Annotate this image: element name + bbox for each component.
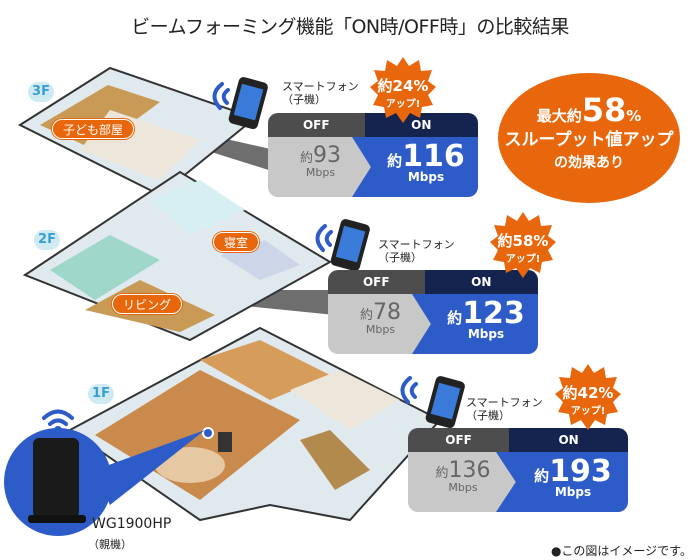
off-header: OFF	[328, 270, 425, 294]
smartphone-icon-3f	[228, 77, 268, 130]
wifi-icon-router	[42, 409, 74, 434]
room-tag-kids-room: 子ども部屋	[52, 119, 135, 139]
on-header: ON	[509, 428, 628, 452]
increase-badge-3f: 約24%アップ!	[370, 57, 436, 123]
max-improvement-callout: 最大約58% スループット値アップ の効果あり	[498, 73, 680, 203]
starburst-icon	[555, 364, 621, 430]
wifi-icon-2f	[315, 224, 333, 252]
room-tag-bedroom: 寝室	[213, 232, 260, 252]
increase-badge-1f: 約42%アップ!	[555, 364, 621, 430]
footnote: ●この図はイメージです。	[550, 544, 692, 558]
router-device	[33, 438, 79, 518]
floor-label-1f: 1F	[88, 384, 114, 404]
floor-label-3f: 3F	[28, 82, 54, 102]
increase-badge-2f: 約58%アップ!	[490, 212, 556, 278]
floor-label-2f: 2F	[34, 230, 60, 250]
starburst-icon	[490, 212, 556, 278]
smartphone-icon-1f	[425, 376, 465, 429]
wifi-icon-1f	[400, 376, 418, 404]
floor-1f	[68, 326, 442, 522]
device-label-1f: スマートフォン（子機）	[466, 396, 543, 422]
on-header: ON	[364, 113, 478, 137]
router-location-dot	[202, 427, 214, 439]
room-tag-living: リビング	[112, 294, 183, 314]
router-beam	[95, 430, 205, 505]
page-title: ビームフォーミング機能「ON時/OFF時」の比較結果	[131, 16, 569, 38]
device-label-2f: スマートフォン（子機）	[378, 238, 455, 264]
router-name: WG1900HP	[92, 516, 172, 532]
floor-2f	[22, 170, 332, 342]
device-label-3f: スマートフォン（子機）	[282, 80, 359, 106]
smartphone-icon-2f	[330, 219, 370, 272]
router-sub: （親機）	[88, 538, 132, 551]
off-header: OFF	[408, 428, 510, 452]
wifi-icon-3f	[212, 82, 230, 110]
starburst-icon	[370, 57, 436, 123]
off-header: OFF	[268, 113, 365, 137]
on-header: ON	[424, 270, 538, 294]
